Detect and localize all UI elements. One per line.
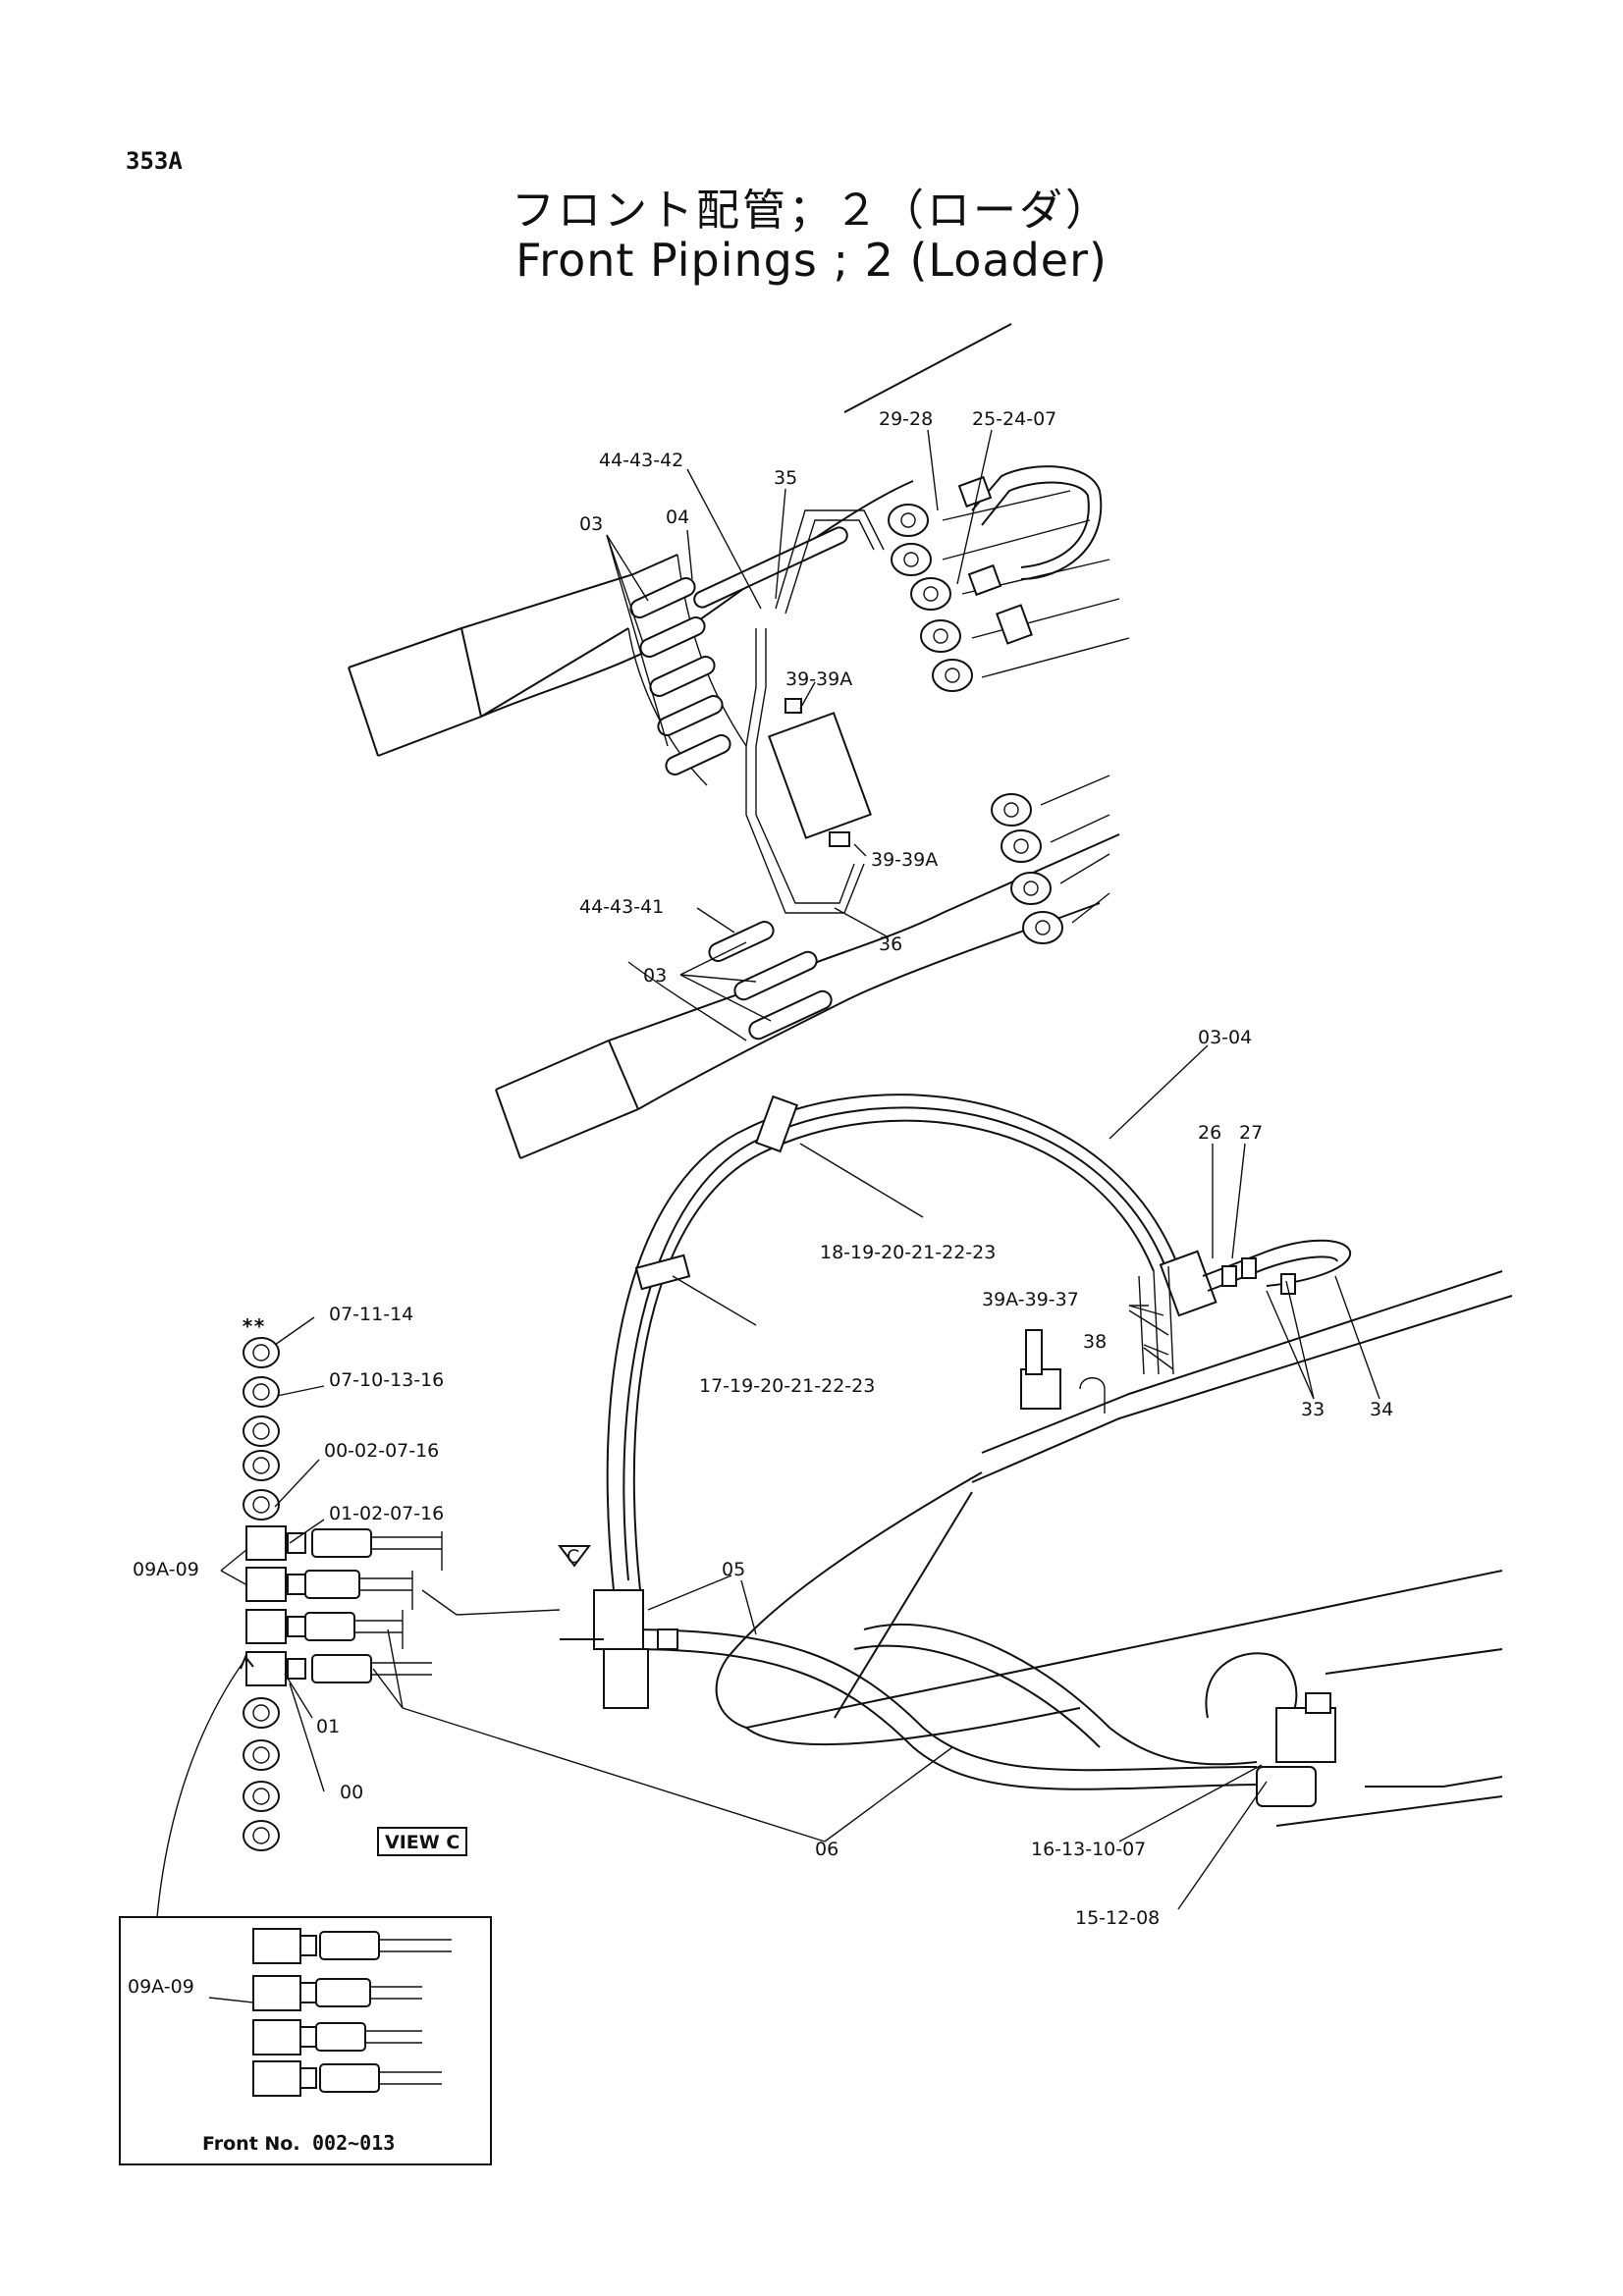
pipe-bundle-03 (629, 526, 848, 1041)
title-japanese: フロント配管；２（ローダ） (512, 186, 1111, 236)
view-c-label: VIEW C (377, 1827, 467, 1856)
valve-block (768, 698, 872, 847)
callout-07-10-13-16: 07-10-13-16 (329, 1369, 444, 1391)
arch-hose-assembly: 03-04 26 27 18-19-20-21-22-23 39A-39-37 … (402, 1027, 1513, 1929)
view-c-marker: C (558, 1545, 591, 1568)
title-english: Front Pipings ; 2 (Loader) (515, 234, 1108, 287)
callout-16-13-10-07: 16-13-10-07 (1031, 1839, 1146, 1860)
arm-bracket (1020, 1368, 1061, 1410)
callout-00: 00 (340, 1782, 363, 1803)
callout-27: 27 (1239, 1122, 1263, 1144)
callout-15-12-08: 15-12-08 (1075, 1907, 1160, 1929)
callout-01: 01 (316, 1716, 340, 1737)
callout-07-11-14: 07-11-14 (329, 1304, 413, 1325)
svg-text:VIEW C: VIEW C (385, 1832, 460, 1853)
callout-34: 34 (1370, 1399, 1393, 1420)
inset-arrow (156, 1658, 246, 1918)
inset-front-no: 09A-09 Front No. 002~013 (119, 1916, 492, 2165)
inset-front-no-label: Front No. (202, 2133, 300, 2155)
upper-flanges (888, 504, 973, 692)
callout-01-02-07-16: 01-02-07-16 (329, 1503, 444, 1524)
page-number: 353A (126, 147, 183, 175)
callout-44-43-42: 44-43-42 (599, 450, 683, 471)
callout-33: 33 (1301, 1399, 1325, 1420)
callout-00-02-07-16: 00-02-07-16 (324, 1440, 439, 1462)
callout-09A-09: 09A-09 (133, 1559, 199, 1580)
callout-36: 36 (879, 934, 902, 955)
special-marker: ** (242, 1314, 265, 1338)
callout-03-04: 03-04 (1198, 1027, 1252, 1048)
inset-callout-09A-09: 09A-09 (128, 1976, 194, 1998)
callout-39A-39-37: 39A-39-37 (982, 1289, 1079, 1310)
callout-17-23: 17-19-20-21-22-23 (699, 1375, 875, 1397)
callout-39-39A-b: 39-39A (871, 849, 938, 871)
mid-flanges (991, 793, 1063, 944)
callout-05: 05 (722, 1559, 745, 1580)
callout-25-24-07: 25-24-07 (972, 408, 1056, 430)
callout-44-43-41: 44-43-41 (579, 896, 664, 918)
callout-06: 06 (815, 1839, 839, 1860)
hose-clamp-top (754, 1095, 799, 1153)
inset-front-range: 002~013 (312, 2131, 395, 2155)
svg-text:C: C (567, 1546, 579, 1568)
callout-26: 26 (1198, 1122, 1221, 1144)
hose-clamp-left (634, 1254, 691, 1291)
callout-39-39A-a: 39-39A (785, 668, 852, 690)
cylinder-end (1275, 1707, 1336, 1763)
callout-03-a: 03 (579, 513, 603, 535)
boom-top-assembly: 29-28 25-24-07 44-43-42 35 03 04 39-39A … (348, 323, 1130, 1159)
callout-04: 04 (666, 507, 689, 528)
callout-03-b: 03 (643, 965, 667, 987)
view-c-column: ** 07-11-14 07-10-13-16 00-02-07-16 01-0… (133, 1304, 561, 1851)
callout-38: 38 (1083, 1331, 1107, 1353)
callout-29-28: 29-28 (879, 408, 933, 430)
callout-18-23: 18-19-20-21-22-23 (820, 1242, 996, 1263)
callout-35: 35 (774, 467, 797, 489)
